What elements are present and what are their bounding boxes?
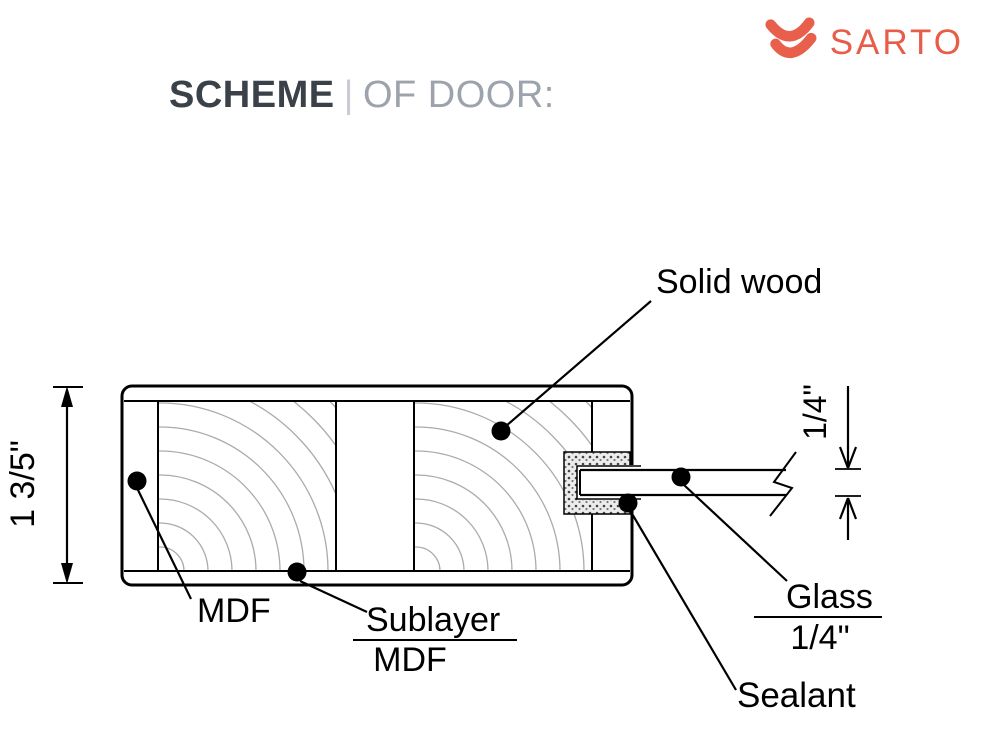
solid-wood-dot [491, 421, 511, 441]
leader-lines [137, 300, 788, 691]
label-glass-top: Glass [786, 578, 873, 616]
door-thickness-value: 1 3/5" [4, 440, 42, 528]
sublayer-dot [287, 562, 307, 582]
wood-grain-left-panel [159, 402, 335, 570]
wood-grain-right-panel [415, 402, 591, 570]
brand-name: SARTO [829, 22, 964, 62]
label-glass-bottom: 1/4" [790, 619, 849, 657]
label-mdf: MDF [197, 592, 271, 630]
sealant-dot [618, 493, 638, 513]
mdf-dot [127, 471, 147, 491]
title-strong: SCHEME [169, 74, 335, 116]
page-title: SCHEME|OF DOOR: [169, 76, 555, 114]
glass-dot [671, 467, 691, 487]
label-sealant: Sealant [737, 676, 856, 715]
title-light: OF DOOR: [362, 74, 555, 116]
glass-break-symbol [769, 451, 797, 517]
dimension-door-thickness: 1 3/5" [4, 386, 83, 584]
label-glass: Glass 1/4" [754, 578, 882, 657]
label-sublayer-bottom: MDF [373, 641, 447, 679]
label-sublayer-mdf: Sublayer MDF [353, 601, 517, 679]
dimension-glass-thickness: 1/4" [797, 384, 861, 540]
leader-dots [127, 421, 691, 582]
brand-logo: SARTO [761, 16, 964, 68]
label-solid-wood: Solid wood [656, 263, 822, 301]
sarto-logo-icon [765, 17, 817, 58]
label-sublayer-top: Sublayer [366, 601, 500, 639]
glass-thickness-value: 1/4" [797, 384, 833, 440]
title-separator: | [343, 74, 354, 116]
door-outline [120, 384, 634, 587]
